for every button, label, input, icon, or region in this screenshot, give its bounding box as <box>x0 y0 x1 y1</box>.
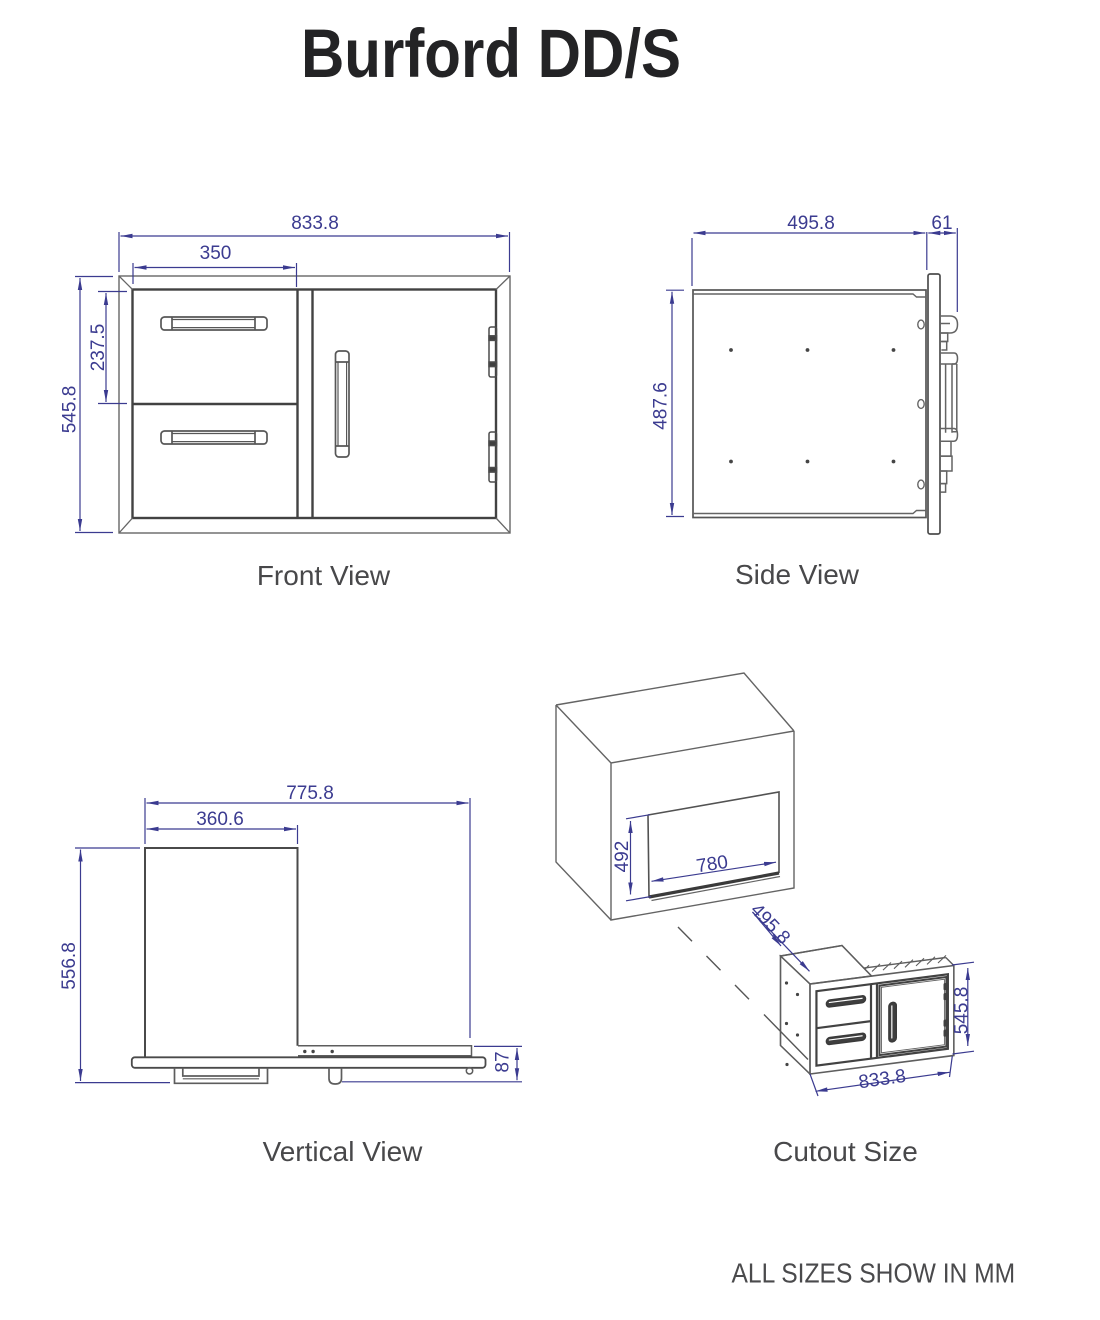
svg-text:Burford DD/S: Burford DD/S <box>301 14 681 92</box>
svg-text:545.8: 545.8 <box>952 987 973 1035</box>
svg-text:833.8: 833.8 <box>291 213 339 234</box>
svg-text:ALL SIZES SHOW IN MM: ALL SIZES SHOW IN MM <box>732 1257 1016 1289</box>
svg-text:87: 87 <box>493 1051 514 1072</box>
svg-text:Cutout Size: Cutout Size <box>773 1136 918 1167</box>
svg-text:360.6: 360.6 <box>196 809 244 830</box>
svg-text:492: 492 <box>612 841 633 873</box>
svg-text:Side View: Side View <box>735 559 860 590</box>
svg-text:556.8: 556.8 <box>59 942 80 990</box>
svg-text:487.6: 487.6 <box>651 382 672 430</box>
svg-text:350: 350 <box>200 243 232 264</box>
svg-text:237.5: 237.5 <box>88 324 109 372</box>
svg-text:495.8: 495.8 <box>787 213 835 234</box>
svg-text:Vertical View: Vertical View <box>263 1136 424 1167</box>
svg-text:780: 780 <box>695 852 730 878</box>
svg-text:545.8: 545.8 <box>60 386 81 434</box>
svg-text:Front View: Front View <box>257 560 391 591</box>
svg-text:61: 61 <box>931 213 952 234</box>
svg-text:775.8: 775.8 <box>286 783 334 804</box>
